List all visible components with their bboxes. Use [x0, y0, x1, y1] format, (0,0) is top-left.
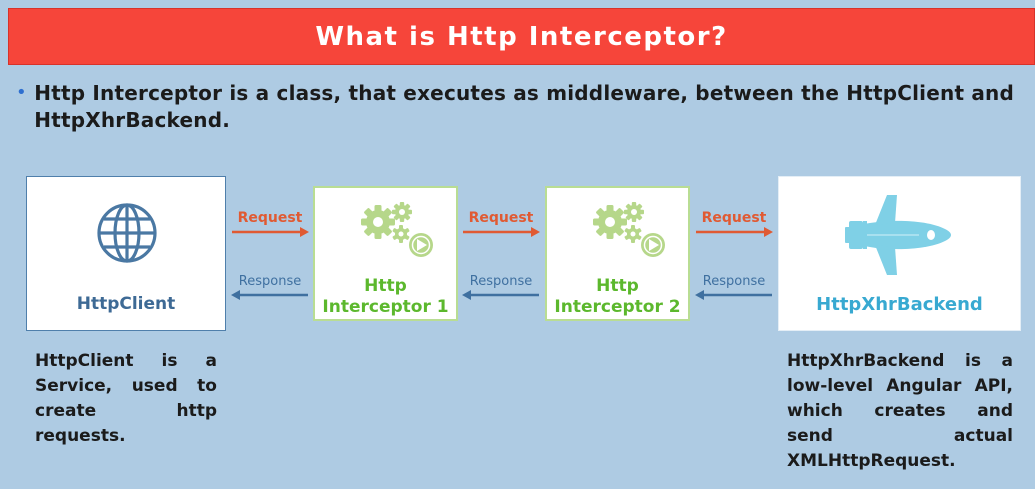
gears-play-icon — [361, 202, 433, 257]
request-arrow-2: Request — [461, 210, 541, 238]
intro-text: Http Interceptor is a class, that execut… — [34, 81, 1015, 132]
rocket-icon — [845, 195, 951, 275]
interceptor-2-label-line1: Http — [596, 276, 639, 296]
interceptor-2-node: Http Interceptor 2 — [545, 186, 690, 321]
gears-play-icon — [593, 202, 665, 257]
right-arrow-icon — [463, 227, 540, 237]
interceptor-1-label-line1: Http — [364, 276, 407, 296]
httpxhrbackend-node: HttpXhrBackend — [778, 176, 1021, 331]
httpclient-description: HttpClient is a Service, used to create … — [35, 351, 217, 446]
page-title: What is Http Interceptor? — [315, 21, 728, 52]
interceptor-1-node: Http Interceptor 1 — [313, 186, 458, 321]
right-arrow-icon — [696, 227, 773, 237]
left-arrow-icon — [695, 290, 772, 300]
interceptor-1-label-line2: Interceptor 1 — [322, 297, 449, 317]
response-arrow-3: Response — [694, 274, 774, 301]
intro-bullet: • Http Interceptor is a class, that exec… — [16, 80, 1016, 134]
response-arrow-2: Response — [461, 274, 541, 301]
httpclient-label: HttpClient — [76, 294, 176, 314]
request-label: Request — [468, 210, 534, 226]
right-arrow-icon — [232, 227, 309, 237]
left-arrow-icon — [462, 290, 539, 300]
httpxhrbackend-description: HttpXhrBackend is a low-level Angular AP… — [787, 351, 1013, 471]
bullet-dot: • — [16, 82, 27, 103]
httpclient-node: HttpClient — [26, 176, 226, 331]
response-arrow-1: Response — [230, 274, 310, 301]
request-label: Request — [237, 210, 303, 226]
interceptor-2-label-line2: Interceptor 2 — [554, 297, 681, 317]
response-label: Response — [469, 274, 533, 289]
left-arrow-icon — [231, 290, 308, 300]
interceptor-1-label: Http Interceptor 1 — [315, 276, 456, 318]
response-label: Response — [238, 274, 302, 289]
httpxhrbackend-label: HttpXhrBackend — [816, 294, 983, 315]
title-banner: What is Http Interceptor? — [8, 8, 1035, 65]
response-label: Response — [702, 274, 766, 289]
globe-icon — [97, 203, 157, 263]
request-arrow-3: Request — [694, 210, 774, 238]
request-arrow-1: Request — [230, 210, 310, 238]
request-label: Request — [701, 210, 767, 226]
interceptor-2-label: Http Interceptor 2 — [547, 276, 688, 318]
